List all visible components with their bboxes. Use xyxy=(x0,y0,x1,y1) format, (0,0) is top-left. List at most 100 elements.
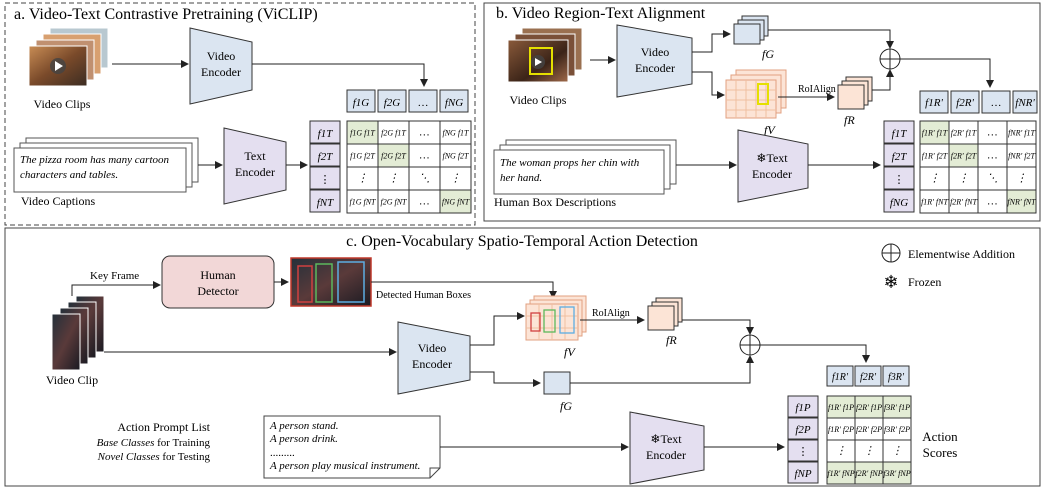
matrix-a-cell-text: f1G f2T xyxy=(350,152,375,161)
prompt-3: ......... xyxy=(270,447,295,459)
panel-c-border xyxy=(4,227,1041,487)
video-encoder-b xyxy=(616,24,693,98)
matrix-a-cell-text: ⋮ xyxy=(450,173,461,185)
matrix-c-cell-text: ⋮ xyxy=(836,445,847,457)
tfeat-b-2: f2T xyxy=(892,151,908,163)
video-encoder-label-a-2: Encoder xyxy=(201,65,241,79)
fG-label-b: fG xyxy=(762,47,774,61)
caption-docs-a xyxy=(13,137,199,193)
text-encoder-label-a-2: Encoder xyxy=(235,165,275,179)
matrix-c-cell-text: f1R' fNP xyxy=(827,469,854,478)
fG-stack-b xyxy=(733,15,769,45)
matrix-b-cell-text: f1R' f2T xyxy=(922,152,948,161)
pfeat-c-4: fNP xyxy=(794,468,811,480)
prompt-feature-col-c: f1P f2P ⋮ fNP xyxy=(787,395,819,484)
caption-b-line-1: The woman props her chin with xyxy=(500,157,640,169)
legend-frozen-label: Frozen xyxy=(908,275,941,289)
pfeat-c-1: f1P xyxy=(795,402,811,414)
fR-stack-b xyxy=(837,76,873,110)
matrix-b-cell-text: f2R' fNT xyxy=(950,198,977,207)
caption-a-line-2: characters and tables. xyxy=(20,169,118,181)
legend: Elementwise Addition ❄ Frozen xyxy=(881,243,1015,292)
rfeat-c-2: f2R' xyxy=(860,372,877,383)
matrix-a-cell-text: f2G fNT xyxy=(380,198,407,207)
feat-b-4: fNR' xyxy=(1015,97,1035,109)
prompt-1: A person stand. xyxy=(269,420,339,432)
tfeat-a-4: fNT xyxy=(317,197,334,209)
matrix-b-cell-text: f1R' f1T xyxy=(922,129,948,138)
text-encoder-label-c-2: Encoder xyxy=(646,448,686,462)
video-encoder-label-c-2: Encoder xyxy=(412,357,452,371)
matrix-b-cell-text: fNR' fNT xyxy=(1007,198,1036,207)
matrix-c-cell-text: f2R' fNP xyxy=(855,469,882,478)
fV-grid-c xyxy=(525,295,587,341)
video-clips-image-a xyxy=(28,27,109,87)
video-encoder-label-b-1: Video xyxy=(641,45,670,59)
matrix-a-cell-text: … xyxy=(420,127,430,139)
matrix-b-cell-text: f2R' f2T xyxy=(951,152,977,161)
elementwise-addition-icon xyxy=(881,243,901,263)
video-clip-label-c: Video Clip xyxy=(46,373,98,387)
action-scores-label-1: Action xyxy=(922,429,958,444)
text-encoder-label-b-2: Encoder xyxy=(752,167,792,181)
panel-a-border xyxy=(4,2,476,226)
pfeat-c-2: f2P xyxy=(795,424,811,436)
fV-grid-b xyxy=(725,69,787,119)
video-clips-image-b xyxy=(507,27,583,83)
matrix-b-cell-text: … xyxy=(988,196,998,208)
base-classes-suffix: for Training xyxy=(154,437,210,449)
fR-label-b: fR xyxy=(844,113,855,127)
tfeat-a-2: f2T xyxy=(318,151,334,163)
matrix-a-cell-text: … xyxy=(420,196,430,208)
detected-boxes-image xyxy=(290,257,372,307)
roialign-label-c: RoIAlign xyxy=(592,308,630,319)
matrix-c-cell-text: f3R' f2P xyxy=(884,425,910,434)
add-icon-b xyxy=(879,48,901,70)
legend-add-label: Elementwise Addition xyxy=(908,247,1015,261)
matrix-b-cell-text: f2R' f1T xyxy=(951,129,977,138)
fG-box-c xyxy=(543,371,571,395)
feat-a-3: … xyxy=(418,97,429,109)
human-detector-label-2: Detector xyxy=(197,284,238,298)
pfeat-c-3: ⋮ xyxy=(798,446,809,458)
fV-label-b: fV xyxy=(764,123,776,137)
matrix-c-cell-text: ⋮ xyxy=(864,445,875,457)
fR-label-c: fR xyxy=(666,333,677,347)
matrix-b-cell xyxy=(1006,189,1037,214)
tfeat-b-1: f1T xyxy=(892,128,908,140)
video-encoder-label-b-2: Encoder xyxy=(635,61,675,75)
video-encoder-a xyxy=(189,27,253,105)
matrix-b-cell-text: … xyxy=(988,127,998,139)
matrix-c-cell-text: f2R' f1P xyxy=(856,403,882,412)
matrix-a-cell xyxy=(439,189,472,214)
tfeat-b-3: ⋮ xyxy=(894,174,905,186)
matrix-a-cell-text: fNG f2T xyxy=(442,152,469,161)
video-encoder-c xyxy=(397,321,471,395)
fV-label-c: fV xyxy=(564,345,576,359)
video-clips-label-b: Video Clips xyxy=(510,93,567,107)
panel-b-border xyxy=(483,2,1041,222)
matrix-b-cell-text: f1R' fNT xyxy=(921,198,948,207)
caption-docs-b xyxy=(493,139,677,195)
matrix-c-cell-text: f3R' fNP xyxy=(883,469,910,478)
prompt-list-card xyxy=(263,415,441,479)
fG-label-c: fG xyxy=(560,399,572,413)
matrix-b-cell-text: ⋮ xyxy=(929,173,940,185)
feat-b-1: f1R' xyxy=(925,97,943,109)
matrix-a-cell-text: fNG fNT xyxy=(442,198,470,207)
matrix-a-cell-text: ⋱ xyxy=(419,173,430,185)
matrix-a-cell-text: ⋮ xyxy=(357,173,368,185)
video-encoder-label-c-1: Video xyxy=(418,341,447,355)
matrix-b-cell-text: ⋱ xyxy=(987,173,998,185)
add-icon-c xyxy=(739,334,761,356)
fR-stack-c xyxy=(647,297,683,331)
matrix-a-cell-text: f2G f2T xyxy=(381,152,406,161)
base-classes-line: Base Classes for Training xyxy=(97,437,211,449)
panel-c: c. Open-Vocabulary Spatio-Temporal Actio… xyxy=(4,227,1041,487)
panel-a: a. Video-Text Contrastive Pretraining (V… xyxy=(4,2,476,226)
matrix-b-cell-text: fNR' f2T xyxy=(1008,152,1035,161)
